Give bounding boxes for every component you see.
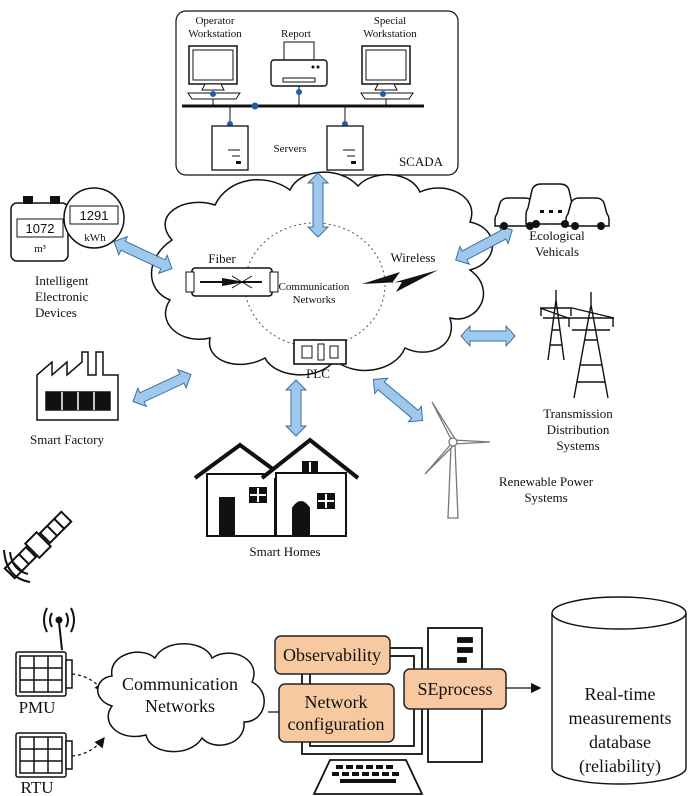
communication-cloud: Communication Networks Fiber Wireless PL… <box>150 171 494 381</box>
database-label-4: (reliability) <box>579 756 661 777</box>
vehicles-label-2: Vehicals <box>535 244 579 259</box>
bottom-cloud-label-2: Networks <box>145 696 215 716</box>
renewable-label-2: Systems <box>524 490 567 505</box>
bottom-communication-cloud <box>97 643 265 753</box>
homes-label: Smart Homes <box>249 544 320 559</box>
database-label-2: measurements <box>569 708 672 728</box>
seprocess-box: SEprocess <box>403 668 507 710</box>
operator-workstation-label-1: Operator <box>195 15 234 27</box>
plc-label: PLC <box>306 366 330 381</box>
report-label: Report <box>281 28 311 40</box>
bottom-cloud-label-1: Communication <box>122 674 238 694</box>
vehicles-label-1: Ecological <box>529 228 585 243</box>
homes-icon <box>193 437 360 537</box>
plc-socket-icon <box>293 339 347 365</box>
special-workstation-label-1: Special <box>374 15 406 27</box>
wireless-label: Wireless <box>391 250 436 265</box>
fiber-label: Fiber <box>208 251 236 266</box>
smart-meter-icon <box>10 187 125 262</box>
transmission-label-1: Transmission <box>543 406 613 421</box>
transmission-tower-icon <box>539 290 615 399</box>
observability-label: Observability <box>283 645 381 665</box>
network-config-label-2: configuration <box>288 714 385 734</box>
operator-workstation-icon <box>187 45 241 106</box>
database-label-1: Real-time <box>585 684 656 704</box>
pmu-label: PMU <box>19 698 56 717</box>
seprocess-label: SEprocess <box>418 679 493 699</box>
vehicles-icon <box>494 183 610 230</box>
meter-left-unit: m³ <box>34 243 47 255</box>
database-cylinder-icon <box>551 596 687 785</box>
scada-label: SCADA <box>399 154 444 169</box>
pmu-device-icon <box>15 651 73 697</box>
scada-panel: Operator Workstation Report Special Work… <box>175 10 459 176</box>
satellite-icon <box>3 510 73 583</box>
rtu-link-arrow <box>71 736 105 757</box>
ied-label-1: Intelligent <box>35 273 89 288</box>
rtu-label: RTU <box>21 778 54 796</box>
server-left-icon <box>211 106 249 171</box>
server-right-icon <box>326 106 364 171</box>
printer-icon <box>270 41 328 106</box>
transmission-label-3: Systems <box>556 438 599 453</box>
special-workstation-icon <box>360 45 414 106</box>
antenna-icon <box>43 607 75 651</box>
fiber-connector-icon <box>185 267 279 297</box>
meter-left-value: 1072 <box>26 221 55 236</box>
wireless-bolt-icon <box>362 270 438 292</box>
ied-label-2: Electronic <box>35 289 89 304</box>
network-config-label-1: Network <box>305 692 368 712</box>
pmu-link-arrow <box>71 673 105 694</box>
link-arrows <box>113 172 516 437</box>
operator-workstation-label-2: Workstation <box>188 28 242 40</box>
cloud-center-label-1: Communication <box>279 281 350 293</box>
meter-right-unit: kWh <box>84 232 106 244</box>
renewable-label-1: Renewable Power <box>499 474 594 489</box>
database-label-3: database <box>589 732 651 752</box>
ied-label-3: Devices <box>35 305 77 320</box>
observability-box: Observability <box>274 635 391 675</box>
rtu-device-icon <box>15 732 73 778</box>
meter-right-value: 1291 <box>80 208 109 223</box>
factory-label: Smart Factory <box>30 432 105 447</box>
network-configuration-box: Network configuration <box>278 683 395 743</box>
special-workstation-label-2: Workstation <box>363 28 417 40</box>
servers-label: Servers <box>274 143 307 155</box>
transmission-label-2: Distribution <box>547 422 610 437</box>
cloud-center-label-2: Networks <box>293 294 336 306</box>
factory-icon <box>36 351 119 421</box>
wind-turbine-icon <box>424 401 491 519</box>
